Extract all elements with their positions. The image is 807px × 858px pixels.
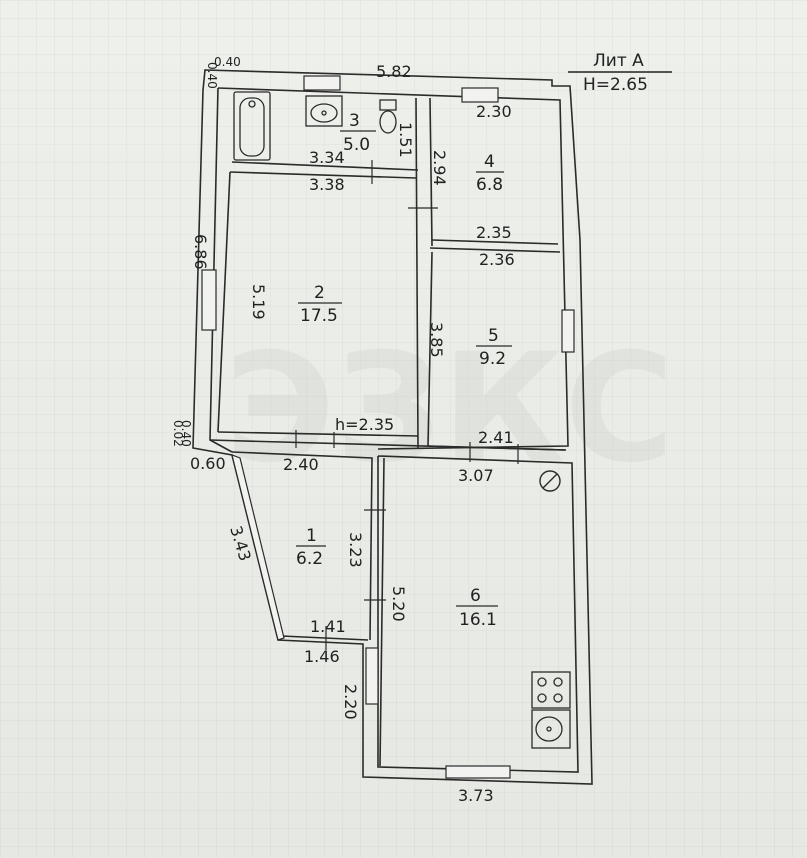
dim-room5-left: 3.85 [427,322,446,358]
dim-room2-ceiling: h=2.35 [335,415,394,434]
dim-room5-bottom: 2.41 [478,428,514,447]
door-marks [295,160,519,650]
interior-walls [209,97,567,767]
toilet-icon [379,99,397,134]
dim-room1-bottom-out: 1.46 [304,647,340,666]
dim-room6-top: 3.07 [458,466,494,485]
dim-room4-top: 2.30 [476,102,512,121]
dim-room2-inner-left: 5.19 [249,284,268,320]
dim-bottom-overall: 3.73 [458,786,494,805]
dim-room3-side: 1.51 [396,122,415,158]
header-height: H=2.65 [583,75,648,95]
dim-lower-left: 2.20 [341,684,360,720]
dim-room6-left: 5.20 [389,586,408,622]
dim-top-left-offset: 0.40 [214,55,241,69]
room-6-area: 16.1 [459,610,497,630]
watermark: ЭЗКС [225,322,674,496]
bathtub-icon [233,91,271,161]
dim-room1-bottom-in: 1.41 [310,617,346,636]
room-4-number: 4 [484,152,495,172]
room-1-area: 6.2 [296,549,323,569]
dim-left-top-offset: 0.40 [205,62,219,89]
room-6-number: 6 [470,586,481,606]
dim-room1-top: 2.40 [283,455,319,474]
kitchen-sink-icon [531,709,571,749]
room-2-number: 2 [314,283,325,303]
room-4-area: 6.8 [476,175,503,195]
windows [201,75,575,779]
dim-room3-bottom: 3.34 [309,148,345,167]
room-5-area: 9.2 [479,349,506,369]
dim-outer-left: 6.86 [191,234,210,270]
dim-room2-top: 3.38 [309,175,345,194]
dim-room1-topleft: 0.60 [190,454,226,473]
dim-room1-right: 3.23 [346,532,365,568]
dim-left-mid-a: 0.02 [171,420,185,447]
boiler-icon [539,470,561,492]
dim-room4-left: 2.94 [430,150,449,186]
room-3-area: 5.0 [343,135,370,155]
room-5-number: 5 [488,326,499,346]
dim-room5-top: 2.36 [479,250,515,269]
dim-left-mid-b: 0.40 [179,420,193,447]
room-3-number: 3 [349,111,360,131]
header-title: Лит А [593,51,644,71]
washbasin-icon [305,95,343,127]
dim-top-overall: 5.82 [376,62,412,81]
dim-room4-bottom: 2.35 [476,223,512,242]
stove-icon [531,671,571,709]
room-2-area: 17.5 [300,306,338,326]
room-fraction-bars [296,130,512,607]
room-1-number: 1 [306,526,317,546]
